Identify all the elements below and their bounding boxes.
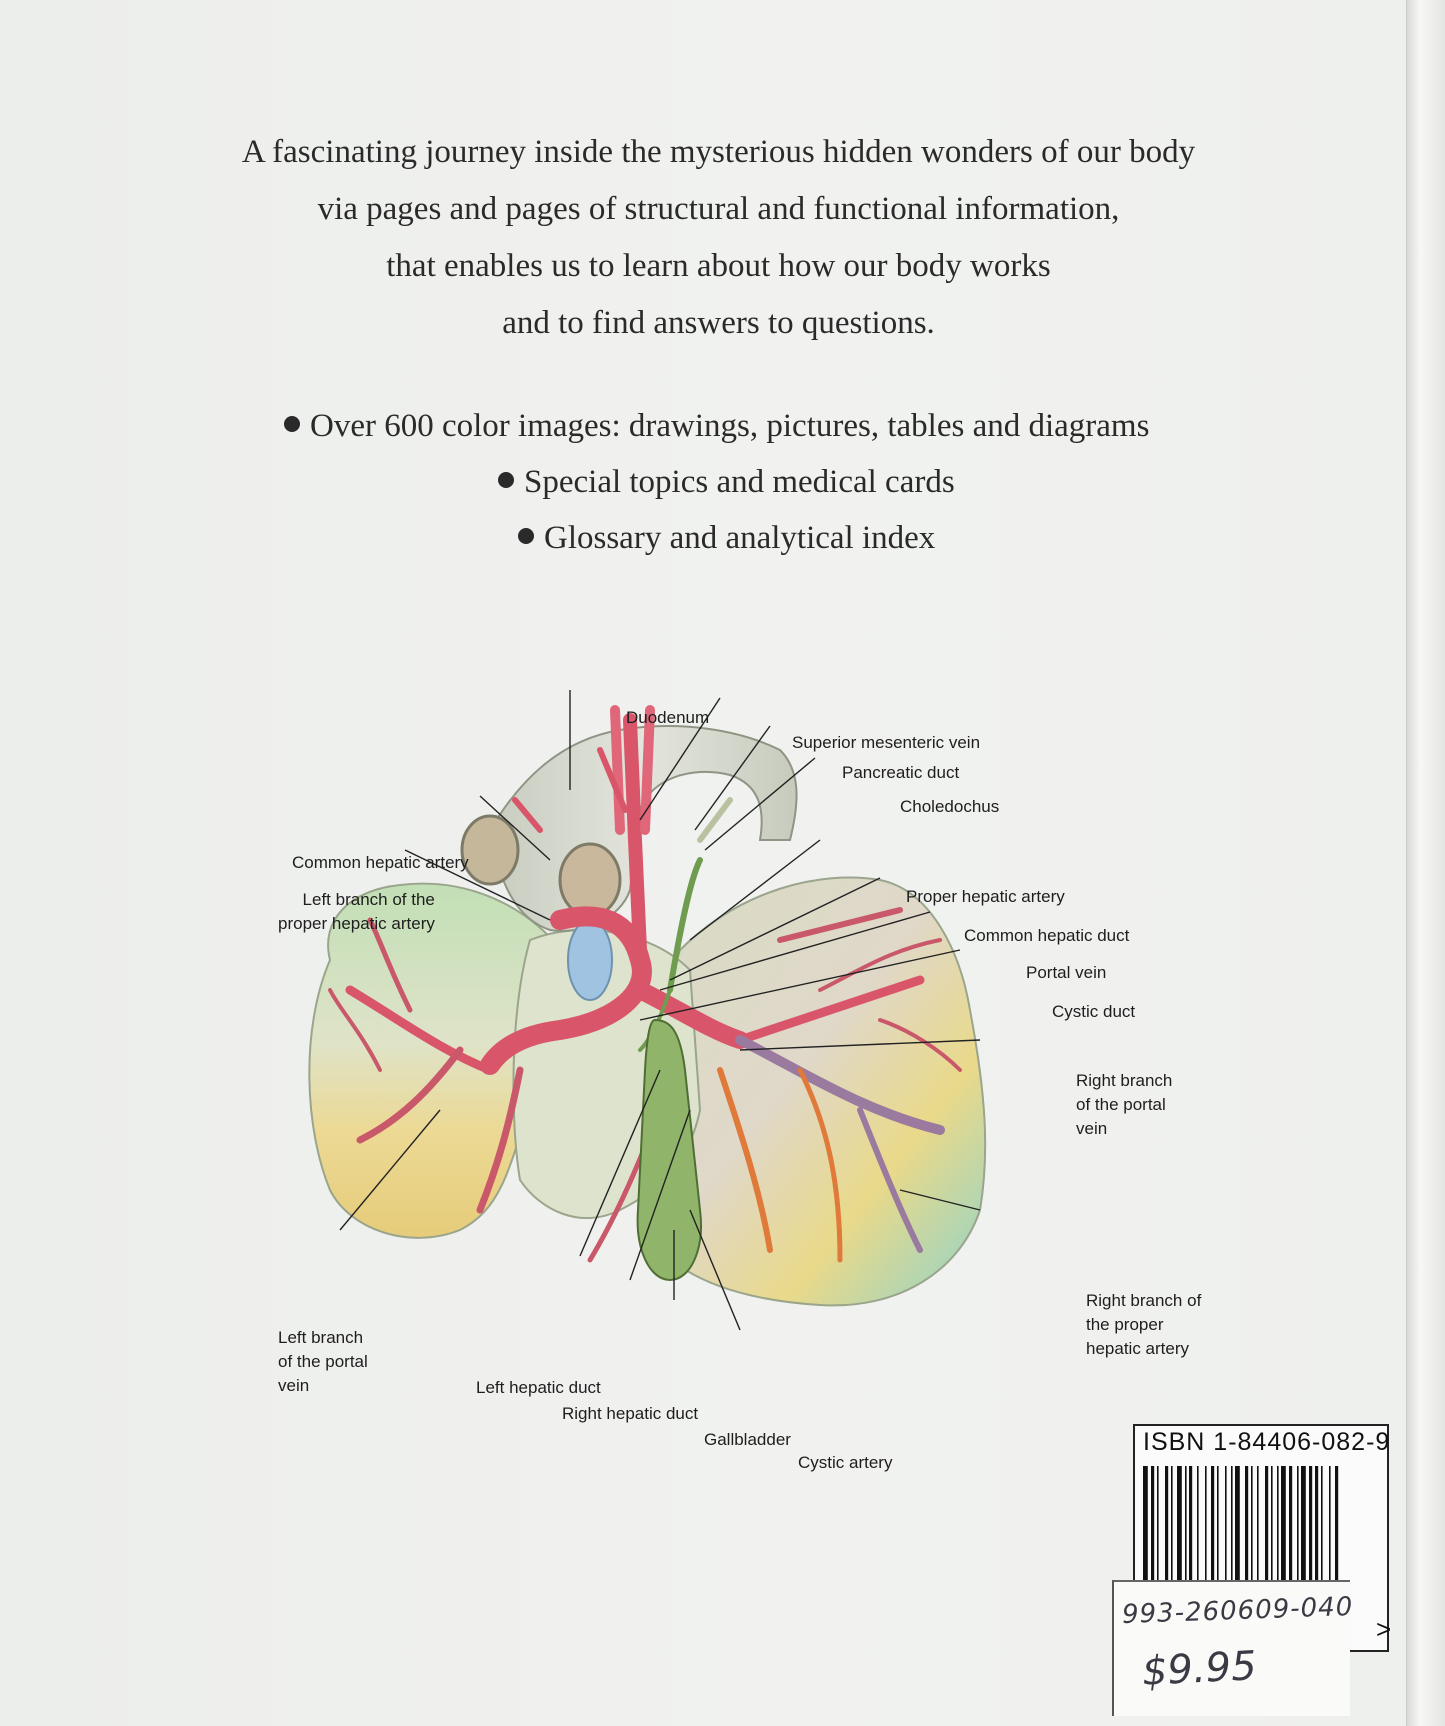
sticker-price: $9.95 (1140, 1643, 1258, 1695)
barcode-arrow: > (1376, 1614, 1392, 1644)
barcode-bar (1321, 1466, 1323, 1616)
leader-lines (339, 690, 981, 1331)
label-common-hepatic-artery: Common hepatic artery (292, 853, 469, 872)
blurb-line: via pages and pages of structural and fu… (317, 191, 1120, 227)
blurb-line: that enables us to learn about how our b… (386, 248, 1051, 284)
feature-item: Glossary and analytical index (518, 520, 935, 557)
label-common-hepatic-duct: Common hepatic duct (964, 926, 1130, 945)
label-gallbladder: Gallbladder (704, 1430, 791, 1449)
label-right-branch-proper-hepatic-artery: Right branch of the proper hepatic arter… (1086, 1291, 1202, 1358)
blurb-line: and to find answers to questions. (502, 305, 935, 341)
label-left-branch-portal-vein: Left branch of the portal vein (278, 1328, 368, 1395)
barcode-bar (1225, 1466, 1227, 1616)
barcode-bar (1329, 1466, 1331, 1616)
barcode-bar (1231, 1466, 1233, 1616)
barcode-bar (1165, 1466, 1169, 1616)
feature-item: Over 600 color images: drawings, picture… (284, 408, 1149, 445)
bullet-icon (518, 528, 534, 544)
barcode-bar (1277, 1466, 1279, 1616)
barcode-bar (1251, 1466, 1253, 1616)
barcode-bar (1297, 1466, 1299, 1616)
barcode-bar (1143, 1466, 1148, 1616)
bullet-icon (498, 472, 514, 488)
barcode-bars (1143, 1466, 1339, 1616)
barcode-bar (1197, 1466, 1199, 1616)
feature-text: Glossary and analytical index (544, 520, 936, 556)
barcode-bar (1281, 1466, 1286, 1616)
label-proper-hepatic-artery: Proper hepatic artery (906, 887, 1065, 906)
barcode-bar (1301, 1466, 1306, 1616)
barcode-bar (1257, 1466, 1259, 1616)
barcode-bar (1315, 1466, 1319, 1616)
barcode-bar (1157, 1466, 1159, 1616)
barcode-bar (1205, 1466, 1207, 1616)
liver-anatomy-illustration (308, 690, 987, 1331)
blurb-text: A fascinating journey inside the mysteri… (0, 124, 1441, 352)
vessel-network (328, 705, 962, 1263)
label-duodenum: Duodenum (626, 708, 710, 727)
label-right-hepatic-duct: Right hepatic duct (562, 1404, 699, 1423)
price-sticker: 993-260609-040 $9.95 (1112, 1580, 1354, 1716)
label-portal-vein: Portal vein (1026, 963, 1107, 982)
barcode-bar (1151, 1466, 1155, 1616)
barcode-bar (1309, 1466, 1313, 1616)
barcode-bar (1217, 1466, 1219, 1616)
barcode-bar (1245, 1466, 1249, 1616)
blurb-line: A fascinating journey inside the mysteri… (241, 134, 1196, 170)
barcode-bar (1265, 1466, 1269, 1616)
portal-vein-blue (567, 919, 613, 1001)
barcode-bar (1211, 1466, 1215, 1616)
label-pancreatic-duct: Pancreatic duct (842, 763, 960, 782)
barcode-bar (1177, 1466, 1182, 1616)
label-cystic-artery: Cystic artery (798, 1453, 893, 1472)
sticker-code: 993-260609-040 (1121, 1591, 1354, 1631)
barcode-bar (1189, 1466, 1193, 1616)
label-cystic-duct: Cystic duct (1052, 1002, 1136, 1021)
barcode-bar (1289, 1466, 1293, 1616)
barcode-bar (1335, 1466, 1339, 1616)
label-superior-mesenteric-vein: Superior mesenteric vein (792, 733, 981, 752)
label-right-branch-portal-vein: Right branch of the portal vein (1076, 1071, 1173, 1138)
label-left-hepatic-duct: Left hepatic duct (476, 1378, 601, 1397)
page-edge (1406, 0, 1445, 1726)
duodenum-opening (558, 842, 622, 918)
barcode-bar (1185, 1466, 1187, 1616)
barcode-bar (1235, 1466, 1240, 1616)
label-choledochus: Choledochus (900, 797, 1000, 816)
bullet-icon (284, 416, 300, 432)
label-left-branch-proper-hepatic-artery: Left branch of the proper hepatic artery (278, 890, 435, 933)
barcode-bar (1171, 1466, 1173, 1616)
feature-text: Special topics and medical cards (524, 464, 955, 500)
feature-item: Special topics and medical cards (498, 464, 955, 501)
isbn-number: ISBN 1-84406-082-9 (1143, 1428, 1391, 1456)
barcode-bar (1271, 1466, 1273, 1616)
feature-text: Over 600 color images: drawings, picture… (310, 408, 1150, 444)
duodenum-opening (460, 814, 520, 886)
